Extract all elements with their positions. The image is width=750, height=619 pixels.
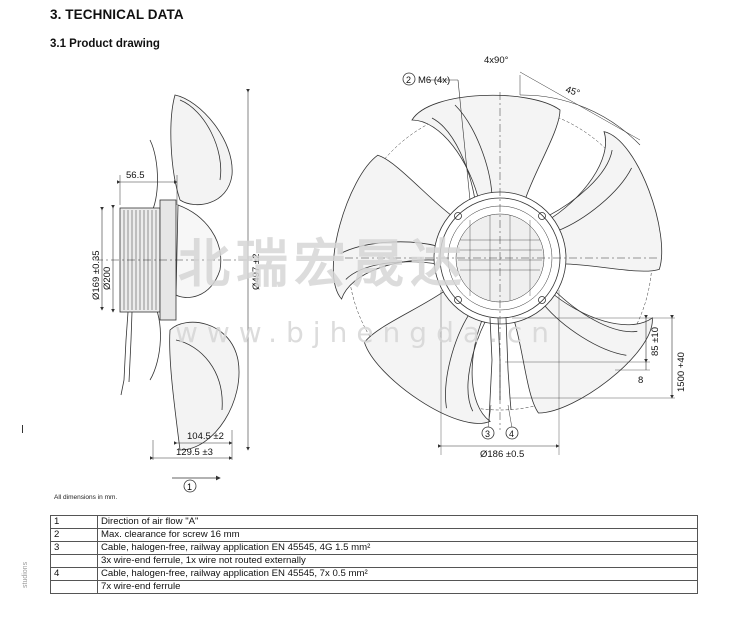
- subsection-title: 3.1 Product drawing: [50, 38, 160, 50]
- dim-4x90: 4x90°: [484, 55, 509, 66]
- dim-56-5: 56.5: [126, 170, 145, 181]
- callout-3: 3: [481, 426, 495, 440]
- product-drawing: 56.5 Ø200 Ø169 ±0.35 Ø497 ±2 104.5 ±2 12…: [91, 55, 687, 493]
- svg-text:3: 3: [485, 429, 490, 439]
- callout-2: 2: [402, 72, 416, 86]
- svg-text:www.bjhengda.cn: www.bjhengda.cn: [175, 316, 558, 349]
- dim-186: Ø186 ±0.5: [480, 449, 524, 460]
- dim-8: 8: [638, 375, 643, 386]
- dim-497: Ø497 ±2: [251, 254, 262, 290]
- dim-45: 45°: [564, 84, 581, 99]
- dim-85: 85 ±10: [650, 327, 661, 356]
- dim-169: Ø169 ±0.35: [91, 250, 102, 300]
- svg-text:1: 1: [187, 482, 192, 492]
- dim-104-5: 104.5 ±2: [187, 431, 224, 442]
- callout-4: 4: [505, 426, 519, 440]
- side-view: [95, 89, 255, 481]
- table-row: 3x wire-end ferrule, 1x wire not routed …: [50, 554, 698, 568]
- callout-1: 1: [183, 479, 197, 493]
- dim-1500: 1500 +40: [676, 352, 687, 392]
- watermark: 北瑞宏晟达 www.bjhengda.cn: [175, 235, 558, 349]
- svg-text:2: 2: [406, 75, 411, 85]
- front-view: [317, 71, 675, 455]
- table-row: 7x wire-end ferrule: [50, 580, 698, 594]
- dim-129-5: 129.5 ±3: [176, 447, 213, 458]
- dim-m6: M6 (4x): [418, 75, 450, 86]
- dimensions-note: All dimensions in mm.: [54, 494, 118, 501]
- svg-text:北瑞宏晟达: 北瑞宏晟达: [178, 235, 468, 295]
- svg-text:4: 4: [509, 429, 514, 439]
- section-title: 3. TECHNICAL DATA: [50, 7, 184, 22]
- margin-tick: [22, 425, 23, 433]
- dim-200: Ø200: [102, 267, 113, 290]
- side-label: studions: [22, 561, 29, 588]
